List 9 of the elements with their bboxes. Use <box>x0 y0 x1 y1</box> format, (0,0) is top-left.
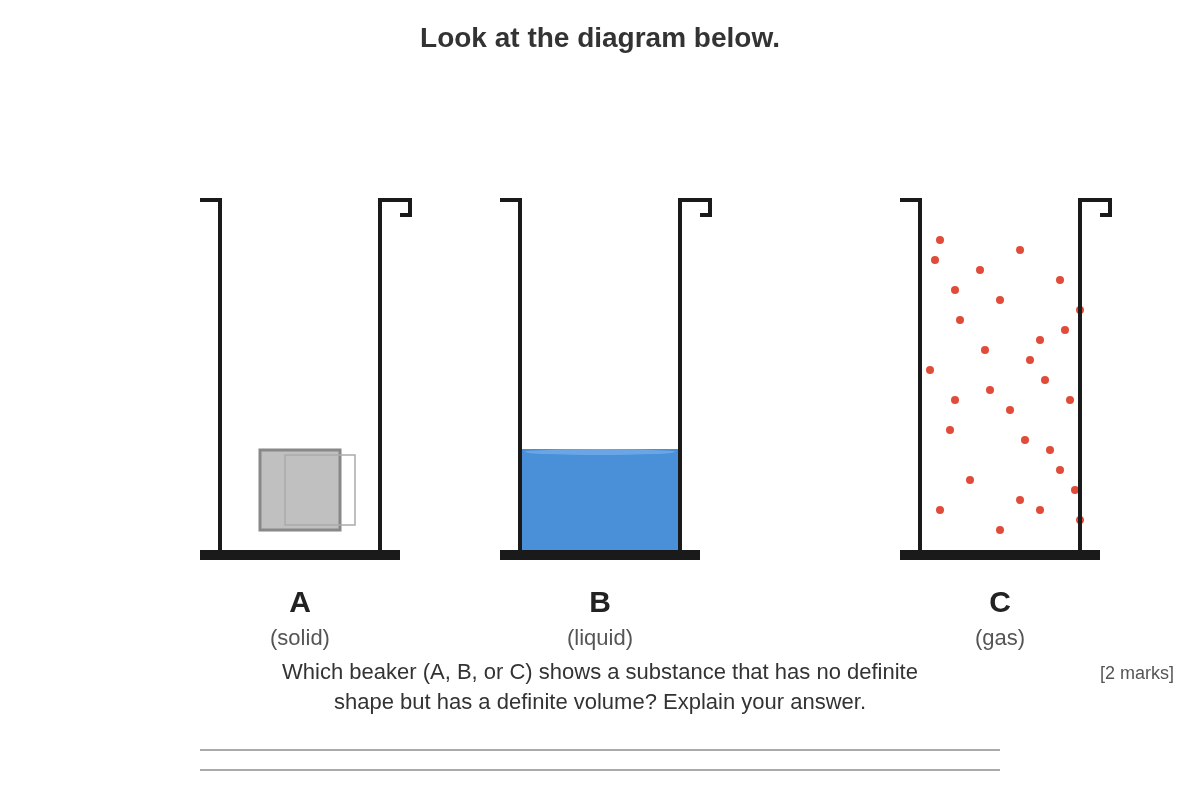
title: Look at the diagram below. <box>419 22 781 54</box>
state-label: (gas) <box>974 625 1026 651</box>
beaker-letter: B <box>589 585 611 619</box>
beaker-letter: A <box>289 585 311 619</box>
question-text: Which beaker (A, B, or C) shows a substance that has no definite shape but has a definite volume? Explain your answer. <box>281 658 919 716</box>
marks-label: [2 marks] <box>1100 663 1174 684</box>
state-label: (solid) <box>270 625 330 651</box>
beaker-letter: C <box>989 585 1011 619</box>
state-label: (liquid) <box>567 625 633 651</box>
